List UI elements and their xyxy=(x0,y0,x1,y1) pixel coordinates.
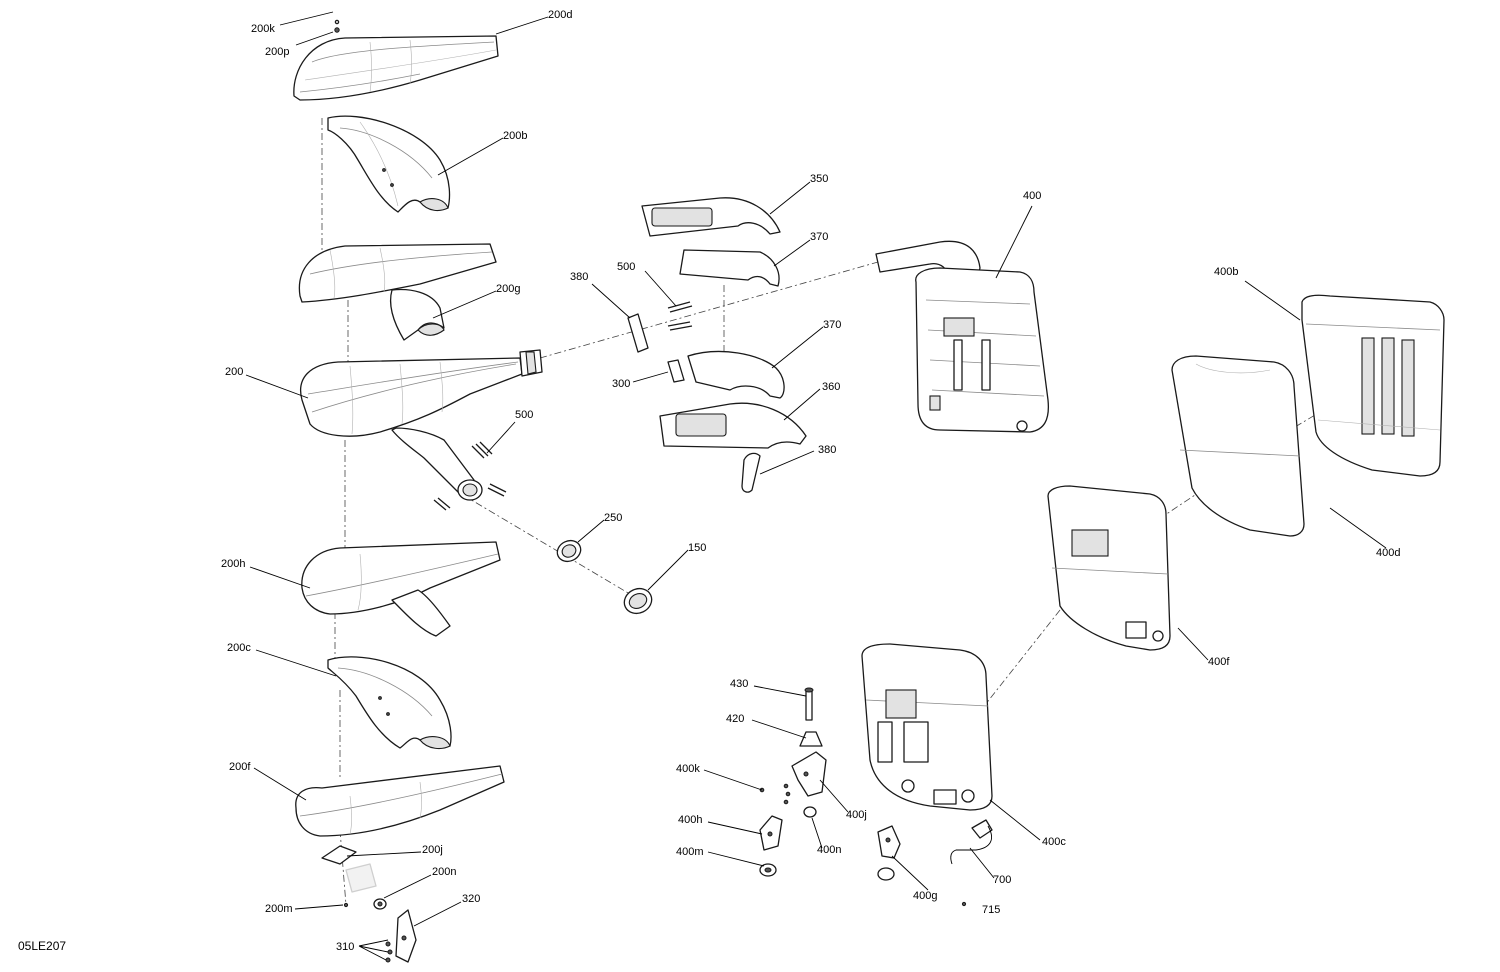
cover-400b xyxy=(1301,294,1445,477)
callout-310: 310 xyxy=(336,941,354,953)
callout-380-lower: 380 xyxy=(818,444,836,456)
callout-360: 360 xyxy=(822,381,840,393)
grommet-400n xyxy=(803,806,817,818)
heat-shield-360 xyxy=(659,402,807,449)
cover-400d xyxy=(1171,355,1305,537)
grommet-200n xyxy=(373,898,387,910)
callout-700: 700 xyxy=(993,874,1011,886)
inner-lower-shield-200c xyxy=(327,656,452,750)
callout-320: 320 xyxy=(462,893,480,905)
callout-400m: 400m xyxy=(676,846,704,858)
callout-200g: 200g xyxy=(496,283,520,295)
bracket-200j xyxy=(321,845,377,893)
callout-300: 300 xyxy=(612,378,630,390)
callout-420: 420 xyxy=(726,713,744,725)
callout-380-upper: 380 xyxy=(570,271,588,283)
inner-heat-shield-200b xyxy=(327,115,451,213)
callout-200h: 200h xyxy=(221,558,245,570)
heat-shield-370-lower xyxy=(687,350,785,399)
callout-370-upper: 370 xyxy=(810,231,828,243)
callout-200p: 200p xyxy=(265,46,289,58)
rubber-mount-420 xyxy=(799,731,823,747)
mount-bracket-320 xyxy=(395,909,417,963)
screw-200m xyxy=(343,902,349,908)
screw-715 xyxy=(961,901,967,907)
callout-400k: 400k xyxy=(676,763,700,775)
callout-400b: 400b xyxy=(1214,266,1238,278)
callout-200n: 200n xyxy=(432,866,456,878)
callout-250: 250 xyxy=(604,512,622,524)
callout-400c: 400c xyxy=(1042,836,1066,848)
callout-400j: 400j xyxy=(846,809,867,821)
springs-500-upper xyxy=(667,301,693,331)
diagram-code: 05LE207 xyxy=(18,939,66,953)
callout-200k: 200k xyxy=(251,23,275,35)
screws-400k xyxy=(759,783,791,805)
springs-500-left xyxy=(433,441,507,511)
muffler-400 xyxy=(875,240,1050,433)
clip-300 xyxy=(667,359,685,383)
callout-200: 200 xyxy=(225,366,243,378)
bolt-430 xyxy=(804,687,814,721)
upper-heat-shield-200d xyxy=(293,19,499,101)
callout-500-left: 500 xyxy=(515,409,533,421)
bottom-heat-shield-200f xyxy=(295,765,505,837)
callout-200d: 200d xyxy=(548,9,572,21)
seal-ring-150 xyxy=(623,587,653,615)
cover-400c xyxy=(861,643,993,811)
callout-715: 715 xyxy=(982,904,1000,916)
screws-310 xyxy=(385,941,393,963)
sensor-700 xyxy=(950,819,993,865)
middle-heat-shield-200g xyxy=(298,243,497,341)
callout-400: 400 xyxy=(1023,190,1041,202)
tuned-pipe-200 xyxy=(300,349,543,501)
callout-400n: 400n xyxy=(817,844,841,856)
heat-shield-370-upper xyxy=(679,249,780,287)
callout-200m: 200m xyxy=(265,903,293,915)
grommet-400m xyxy=(759,863,777,877)
callout-500-upper: 500 xyxy=(617,261,635,273)
gasket-250 xyxy=(556,539,582,563)
callout-350: 350 xyxy=(810,173,828,185)
callout-150: 150 xyxy=(688,542,706,554)
callout-200b: 200b xyxy=(503,130,527,142)
callout-400d: 400d xyxy=(1376,547,1400,559)
bracket-400h xyxy=(759,815,783,851)
callout-labels: 200k 200p 200d 200b 200g 200 500 200h 20… xyxy=(221,9,1400,953)
callout-200f: 200f xyxy=(229,761,251,773)
clip-380-upper xyxy=(627,313,649,353)
clip-380-lower xyxy=(741,452,761,493)
callout-400g: 400g xyxy=(913,890,937,902)
callout-200c: 200c xyxy=(227,642,251,654)
lower-heat-shield-200h xyxy=(301,541,501,637)
callout-370-lower: 370 xyxy=(823,319,841,331)
heat-shield-350 xyxy=(641,197,781,237)
callout-430: 430 xyxy=(730,678,748,690)
callout-200j: 200j xyxy=(422,844,443,856)
callout-400f: 400f xyxy=(1208,656,1230,668)
bracket-400j xyxy=(791,751,827,797)
cover-400f xyxy=(1047,485,1171,651)
bracket-400g xyxy=(877,825,901,881)
leader-lines xyxy=(245,11,1387,961)
callout-400h: 400h xyxy=(678,814,702,826)
